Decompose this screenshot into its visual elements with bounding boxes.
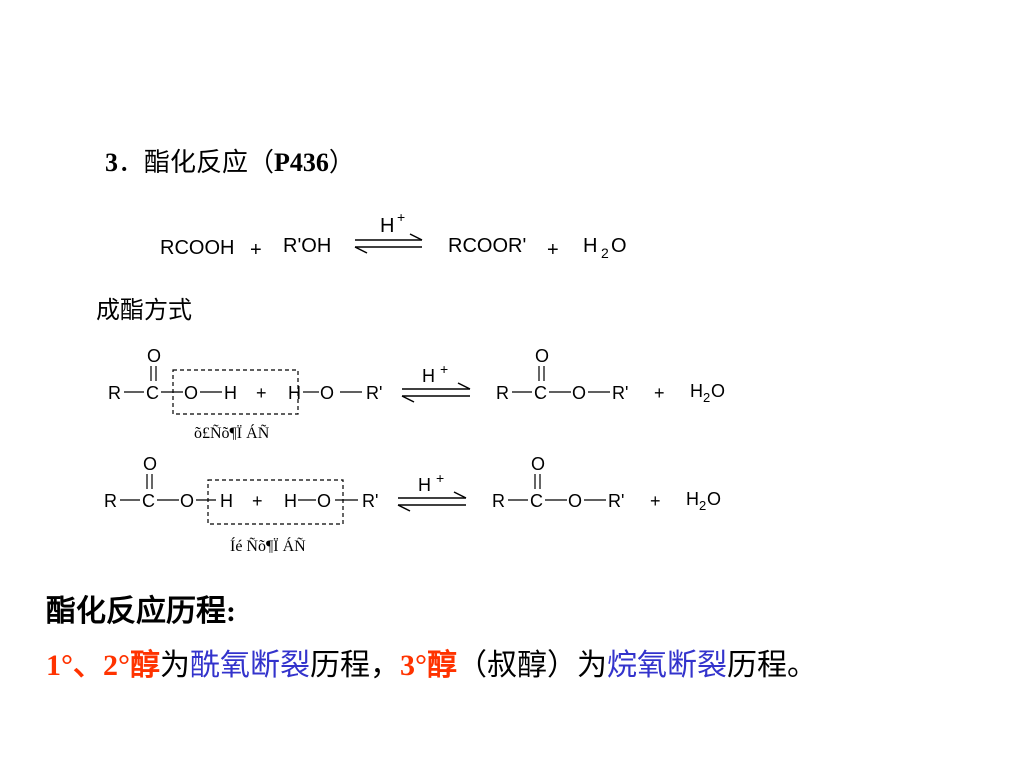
carbonyl-o: O bbox=[535, 346, 549, 366]
water-h: H bbox=[686, 489, 699, 509]
product-water-sub: 2 bbox=[601, 245, 609, 261]
atom-r-prime: R' bbox=[362, 491, 378, 511]
equilibrium-arrow bbox=[397, 491, 467, 512]
page-reference: P436 bbox=[274, 148, 329, 177]
summary-text: 历程。 bbox=[727, 649, 817, 682]
catalyst-h: H bbox=[380, 215, 394, 237]
reactant-rcooh: RCOOH bbox=[160, 237, 234, 259]
method-label: 成酯方式 bbox=[96, 298, 192, 324]
atom-c: C bbox=[146, 383, 159, 403]
atom-h: H bbox=[224, 383, 237, 403]
catalyst-h: H bbox=[422, 366, 435, 386]
atom-h: H bbox=[288, 383, 301, 403]
plus-sign: + bbox=[654, 383, 665, 403]
summary-text: 历程， bbox=[310, 649, 400, 682]
atom-c: C bbox=[142, 491, 155, 511]
carbonyl-o: O bbox=[147, 346, 161, 366]
plus-sign: + bbox=[250, 239, 262, 261]
water-sub: 2 bbox=[699, 498, 706, 513]
overall-equation: RCOOH + R'OH H + RCOOR' + H 2 O bbox=[160, 209, 627, 261]
summary-text: 为 bbox=[160, 649, 190, 682]
catalyst-charge: + bbox=[397, 209, 405, 225]
water-o: O bbox=[711, 381, 725, 401]
mechanism-row-1: O R C O H + H O R' H + O R C O R' + H 2 bbox=[108, 346, 725, 442]
atom-o: O bbox=[320, 383, 334, 403]
tertiary-alcohol: 3°醇 bbox=[400, 649, 457, 682]
row-2-caption: Íé Ñõ¶Ï ÁÑ bbox=[230, 536, 306, 555]
acyl-oxygen-cleavage: 酰氧断裂 bbox=[190, 649, 310, 682]
row-1-caption: õ£Ñõ¶Ï ÁÑ bbox=[194, 423, 270, 442]
atom-o: O bbox=[180, 491, 194, 511]
carbonyl-o: O bbox=[531, 454, 545, 474]
atom-r-prime: R' bbox=[366, 383, 382, 403]
alkyl-oxygen-cleavage: 烷氧断裂 bbox=[607, 649, 727, 682]
atom-o: O bbox=[572, 383, 586, 403]
product-rcoor: RCOOR' bbox=[448, 235, 526, 257]
atom-h: H bbox=[220, 491, 233, 511]
carbonyl-o: O bbox=[143, 454, 157, 474]
equilibrium-arrow bbox=[354, 233, 423, 254]
atom-o: O bbox=[184, 383, 198, 403]
water-sub: 2 bbox=[703, 390, 710, 405]
summary-text: （叔醇）为 bbox=[457, 649, 607, 682]
product-water-o: O bbox=[611, 235, 627, 257]
section-heading: 3．酯化反应（P436） bbox=[105, 142, 355, 179]
equilibrium-arrow bbox=[401, 382, 471, 403]
reactant-roh: R'OH bbox=[283, 235, 331, 257]
atom-r-prime: R' bbox=[608, 491, 624, 511]
section-title: ．酯化反应（ bbox=[118, 148, 275, 177]
process-title: 酯化反应历程: bbox=[46, 595, 236, 628]
catalyst-charge: + bbox=[440, 361, 448, 377]
plus-sign: + bbox=[547, 239, 559, 261]
atom-r: R bbox=[492, 491, 505, 511]
plus-sign: + bbox=[256, 383, 267, 403]
atom-c: C bbox=[530, 491, 543, 511]
primary-secondary-alcohol: 1°、2°醇 bbox=[46, 649, 160, 682]
process-summary: 1°、2°醇为酰氧断裂历程，3°醇（叔醇）为烷氧断裂历程。 bbox=[46, 640, 817, 684]
atom-r-prime: R' bbox=[612, 383, 628, 403]
water-o: O bbox=[707, 489, 721, 509]
catalyst-charge: + bbox=[436, 470, 444, 486]
atom-r: R bbox=[104, 491, 117, 511]
atom-h: H bbox=[284, 491, 297, 511]
plus-sign: + bbox=[650, 491, 661, 511]
atom-o: O bbox=[568, 491, 582, 511]
catalyst-h: H bbox=[418, 475, 431, 495]
plus-sign: + bbox=[252, 491, 263, 511]
atom-o: O bbox=[317, 491, 331, 511]
heading-close-paren: ） bbox=[328, 148, 355, 177]
section-number: 3 bbox=[105, 148, 118, 177]
atom-c: C bbox=[534, 383, 547, 403]
mechanism-row-2: O R C O H + H O R' H + O R C O R' + H 2 bbox=[104, 454, 721, 555]
water-h: H bbox=[690, 381, 703, 401]
atom-r: R bbox=[108, 383, 121, 403]
cleavage-box bbox=[207, 479, 344, 525]
product-water-h: H bbox=[583, 235, 597, 257]
cleavage-box bbox=[172, 369, 299, 415]
atom-r: R bbox=[496, 383, 509, 403]
